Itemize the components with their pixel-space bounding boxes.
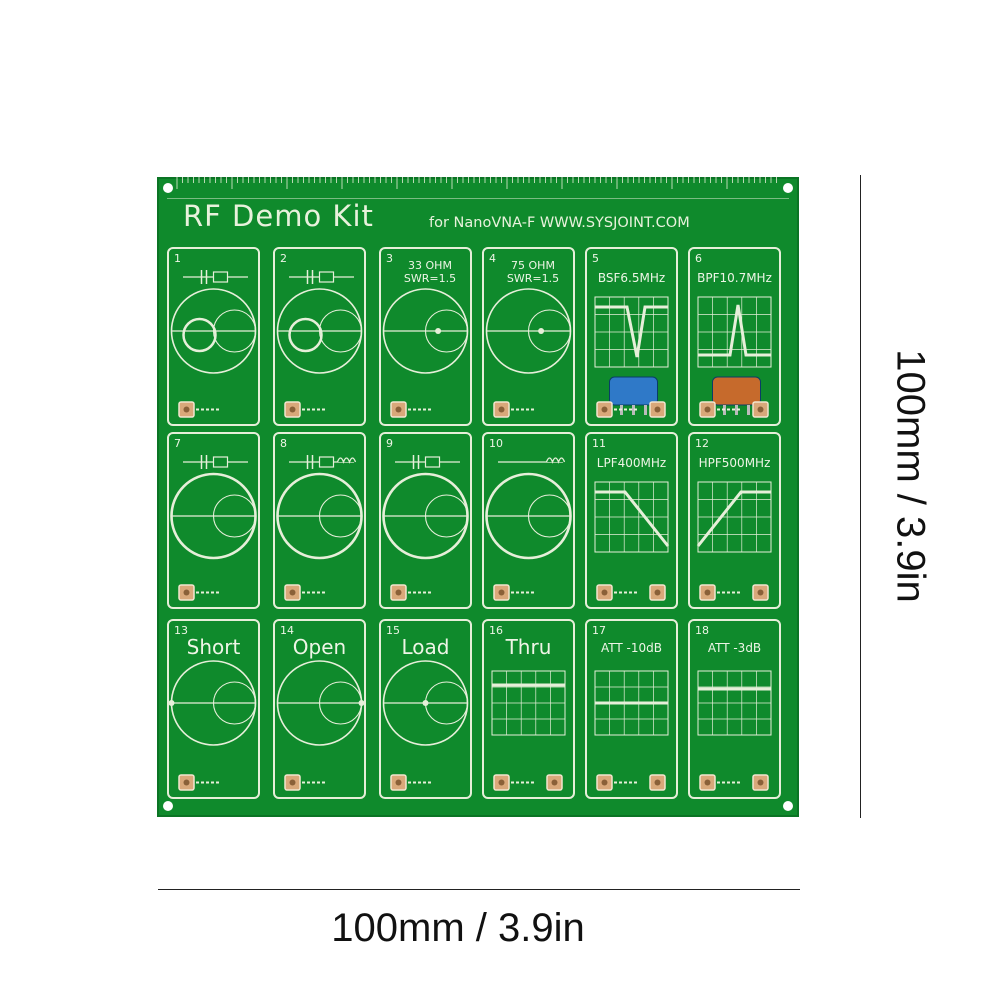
panel-number: 16 [489, 624, 503, 637]
test-panel-17: 17 ATT -10dB [585, 619, 678, 799]
panel-label: Short [186, 635, 241, 659]
test-panel-11: 11 LPF400MHz [585, 432, 678, 609]
height-dimension-line [860, 175, 861, 818]
panel-number: 10 [489, 437, 503, 450]
panel-number: 14 [280, 624, 294, 637]
smith-loop-graphic [170, 270, 257, 418]
test-panel-12: 12 HPF500MHz [688, 432, 781, 609]
board-subtitle: for NanoVNA-F WWW.SYSJOINT.COM [429, 215, 690, 231]
panel-number: 15 [386, 624, 400, 637]
panel-number: 1 [174, 252, 181, 265]
test-panel-16: 16 Thru [482, 619, 575, 799]
smith-point-graphic [485, 288, 572, 418]
test-panel-7: 7 [167, 432, 260, 609]
panel-label: HPF500MHz [698, 456, 771, 470]
test-panel-15: 15 Load [379, 619, 472, 799]
width-dimension-label: 100mm / 3.9in [331, 906, 585, 950]
rf-demo-kit-board: RF Demo Kit for NanoVNA-F WWW.SYSJOINT.C… [157, 177, 799, 817]
mounting-hole [783, 183, 793, 193]
panel-label: ATT -3dB [707, 641, 762, 655]
smith-point-graphic [382, 288, 469, 418]
mounting-hole [783, 801, 793, 811]
board-title: RF Demo Kit [183, 199, 374, 233]
panel-label: Load [401, 635, 450, 659]
ruler-scale [167, 177, 789, 199]
panel-number: 2 [280, 252, 287, 265]
flat-grid-graphic [697, 670, 772, 791]
panel-number: 13 [174, 624, 188, 637]
panel-label: 33 OHM SWR=1.5 [403, 259, 457, 285]
bandpass-response-graphic [697, 296, 772, 418]
panel-number: 12 [695, 437, 709, 450]
panel-number: 7 [174, 437, 181, 450]
panel-number: 4 [489, 252, 496, 265]
test-panel-8: 8 [273, 432, 366, 609]
highpass-response-graphic [696, 481, 772, 601]
smith-short-graphic [169, 660, 257, 791]
panel-number: 5 [592, 252, 599, 265]
panel-label: ATT -10dB [601, 641, 662, 655]
panel-number: 8 [280, 437, 287, 450]
panel-number: 9 [386, 437, 393, 450]
smith-open-graphic [276, 660, 365, 791]
test-panel-2: 2 [273, 247, 366, 426]
test-panel-3: 3 33 OHM SWR=1.5 [379, 247, 472, 426]
panel-label: Open [292, 635, 347, 659]
panel-label: BSF6.5MHz [597, 271, 666, 285]
panel-number: 11 [592, 437, 606, 450]
smith-loop-graphic [276, 270, 363, 418]
smith-chart-graphic [276, 455, 363, 601]
mounting-hole [163, 801, 173, 811]
smith-chart-graphic [170, 455, 257, 601]
smith-load-graphic [382, 660, 469, 791]
panel-label: 75 OHM SWR=1.5 [506, 259, 560, 285]
notch-response-graphic [594, 296, 669, 418]
test-panel-10: 10 [482, 432, 575, 609]
test-panel-5: 5 BSF6.5MHz [585, 247, 678, 426]
test-panel-4: 4 75 OHM SWR=1.5 [482, 247, 575, 426]
test-panel-6: 6 BPF10.7MHz [688, 247, 781, 426]
flat-grid-graphic [491, 670, 566, 791]
panel-number: 17 [592, 624, 606, 637]
test-panel-9: 9 [379, 432, 472, 609]
panel-number: 3 [386, 252, 393, 265]
smith-chart-graphic [382, 455, 469, 601]
test-panel-1: 1 [167, 247, 260, 426]
smith-chart-graphic [485, 457, 572, 601]
flat-grid-graphic [594, 670, 669, 791]
panel-label: LPF400MHz [596, 456, 667, 470]
panel-number: 18 [695, 624, 709, 637]
panel-label: Thru [505, 635, 552, 659]
panel-number: 6 [695, 252, 702, 265]
test-panel-14: 14 Open [273, 619, 366, 799]
lowpass-response-graphic [594, 481, 670, 601]
panel-label: BPF10.7MHz [697, 271, 772, 285]
test-panel-13: 13 Short [167, 619, 260, 799]
mounting-hole [163, 183, 173, 193]
width-dimension-line [158, 889, 800, 890]
test-panel-18: 18 ATT -3dB [688, 619, 781, 799]
